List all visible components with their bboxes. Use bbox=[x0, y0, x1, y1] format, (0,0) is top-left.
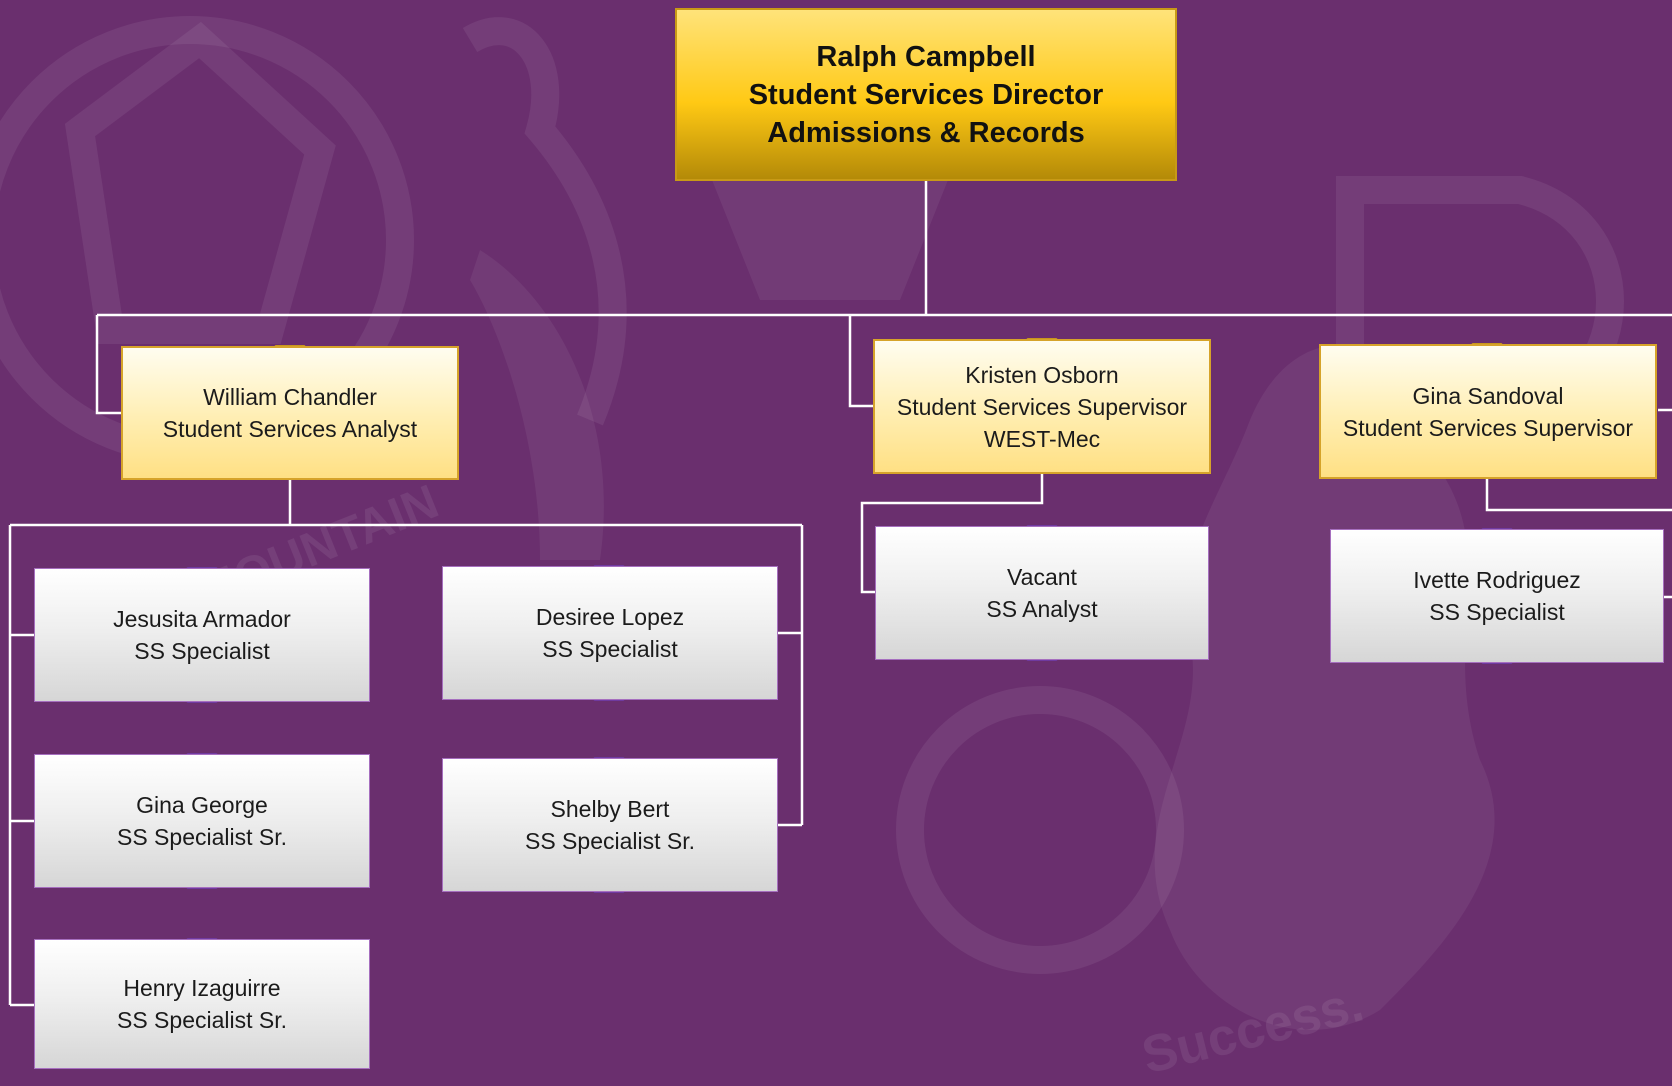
node-dept: Admissions & Records bbox=[767, 116, 1085, 149]
node-ivette-rodriguez: Ivette Rodriguez SS Specialist bbox=[1330, 529, 1664, 663]
node-ralph-campbell: Ralph Campbell Student Services Director… bbox=[675, 8, 1177, 181]
node-name: Gina George bbox=[136, 792, 268, 818]
node-title: Student Services Supervisor bbox=[1342, 414, 1634, 441]
node-name: Desiree Lopez bbox=[535, 604, 685, 630]
node-name: Henry Izaguirre bbox=[123, 975, 281, 1001]
node-shelby-bert: Shelby Bert SS Specialist Sr. bbox=[442, 758, 778, 892]
node-desiree-lopez: Desiree Lopez SS Specialist bbox=[442, 566, 778, 700]
node-dept: WEST-Mec bbox=[983, 425, 1101, 452]
connector-osborn-sub bbox=[860, 473, 1044, 594]
node-title: SS Specialist Sr. bbox=[524, 828, 696, 854]
node-william-chandler: William Chandler Student Services Analys… bbox=[121, 346, 459, 480]
node-kristen-osborn: Kristen Osborn Student Services Supervis… bbox=[873, 339, 1211, 474]
node-title: SS Specialist bbox=[134, 638, 270, 664]
connector-chandler-left bbox=[8, 525, 34, 1007]
node-title: Student Services Analyst bbox=[162, 416, 418, 442]
node-title: SS Specialist Sr. bbox=[116, 1007, 288, 1033]
connector-chandler-right bbox=[778, 525, 804, 827]
node-name: Ivette Rodriguez bbox=[1413, 567, 1581, 593]
node-title: SS Specialist Sr. bbox=[116, 824, 288, 850]
connector-chandler-bus bbox=[10, 478, 802, 527]
node-name: Kristen Osborn bbox=[965, 361, 1119, 388]
node-vacant: Vacant SS Analyst bbox=[875, 526, 1209, 660]
node-title: SS Specialist bbox=[1429, 599, 1565, 625]
node-title: SS Analyst bbox=[986, 596, 1098, 622]
node-name: William Chandler bbox=[203, 384, 377, 410]
node-henry-izaguirre: Henry Izaguirre SS Specialist Sr. bbox=[34, 939, 370, 1069]
node-name: Shelby Bert bbox=[550, 796, 670, 822]
node-title: SS Specialist bbox=[542, 636, 678, 662]
node-title: Student Services Supervisor bbox=[896, 393, 1188, 420]
node-title: Student Services Director bbox=[748, 78, 1104, 111]
connector-osborn bbox=[848, 315, 873, 408]
node-jesusita-armador: Jesusita Armador SS Specialist bbox=[34, 568, 370, 702]
node-gina-george: Gina George SS Specialist Sr. bbox=[34, 754, 370, 888]
node-name: Gina Sandoval bbox=[1412, 382, 1564, 409]
connector-chandler bbox=[95, 315, 121, 415]
connector-sandoval-sub bbox=[1485, 478, 1672, 599]
node-gina-sandoval: Gina Sandoval Student Services Superviso… bbox=[1319, 344, 1657, 479]
node-name: Ralph Campbell bbox=[816, 40, 1036, 73]
node-name: Vacant bbox=[1007, 564, 1077, 590]
node-name: Jesusita Armador bbox=[113, 606, 291, 632]
